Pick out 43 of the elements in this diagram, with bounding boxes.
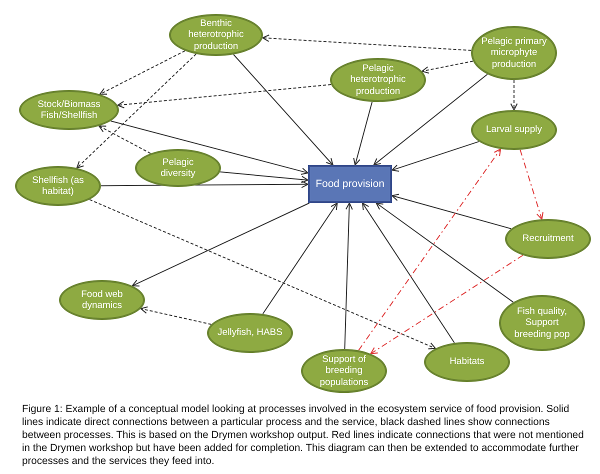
node-label: Benthic heterotrophic production: [187, 18, 245, 52]
arrow: [344, 202, 353, 350]
arrow: [262, 202, 338, 314]
node-label: Recruitment: [522, 233, 574, 245]
node-label: Support of breeding populations: [318, 354, 370, 388]
node-label: Fish quality, Support breeding pop: [513, 306, 571, 340]
node-label: Pelagic diversity: [160, 156, 196, 180]
dashed-arrow: [89, 199, 436, 350]
process-ellipse: [19, 90, 119, 130]
dash-dot-arrow: [358, 148, 502, 351]
node-label: Pelagic heterotrophic production: [349, 62, 407, 98]
node-label: Food web dynamics: [80, 288, 124, 312]
node-label: Food provision: [316, 178, 384, 190]
node-label: Larval supply: [486, 124, 542, 136]
figure-caption: Figure 1: Example of a conceptual model looking at processes involved in the ecosystem service of food provision. Solid lines indicate direct connections between a particular process and the service, black dashed lines show connections between processes. This is based on the Drymen workshop output. Red lines indicate connections that were not mentioned in the Drymen workshop but have been added for completion. This diagram can then be extended to accommodate further processes and the services they feed into.: [22, 403, 585, 468]
dashed-arrow: [262, 34, 472, 51]
process-ellipse: [59, 280, 145, 320]
dash-dot-arrow: [520, 149, 544, 220]
dashed-arrow: [99, 50, 186, 95]
dashed-arrow: [140, 306, 212, 325]
arrow: [353, 101, 373, 166]
arrow: [220, 171, 309, 184]
arrow: [362, 202, 455, 344]
arrow: [132, 202, 310, 287]
arrow: [391, 194, 512, 230]
node-label: Habitats: [450, 356, 484, 368]
arrow: [233, 54, 334, 166]
node-label: Shellfish (as habitat): [31, 174, 85, 198]
node-label: Pelagic primary microphyte production: [481, 36, 547, 70]
dash-dot-arrow: [370, 254, 524, 354]
arrow: [373, 74, 488, 166]
dashed-arrow: [510, 80, 518, 111]
arrow: [391, 141, 480, 172]
node-label: Stock/Biomass Fish/Shellfish: [36, 98, 102, 122]
process-ellipse: [330, 58, 426, 102]
dashed-arrow: [117, 84, 332, 108]
service-box: [308, 165, 392, 203]
dashed-arrow: [98, 125, 152, 154]
arrow: [376, 202, 514, 303]
dashed-arrow: [76, 54, 197, 169]
dashed-arrow: [422, 60, 474, 74]
node-label: Jellyfish, HABS: [218, 327, 282, 339]
arrow: [110, 120, 309, 175]
